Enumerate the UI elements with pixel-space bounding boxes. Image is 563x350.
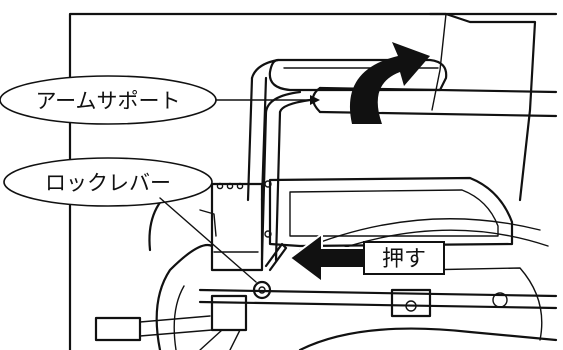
- callout-arm-support-label: アームサポート: [35, 89, 180, 113]
- curved-up-arrow-icon: [349, 42, 430, 124]
- callout-lock-lever: ロックレバー: [3, 157, 257, 283]
- leader-line-lock-lever: [159, 197, 257, 283]
- callout-lock-lever-label: ロックレバー: [45, 171, 171, 195]
- callout-arm-support: アームサポート: [0, 75, 320, 125]
- leader-arrowhead-arm-support: [310, 95, 320, 105]
- seat-frame: [198, 218, 558, 341]
- wheel-assembly: [94, 182, 558, 350]
- illustration-frame: [68, 12, 558, 350]
- left-arrow-icon: [288, 232, 365, 284]
- push-label: 押す: [363, 241, 445, 275]
- lock-mechanism-block: [210, 182, 288, 300]
- push-label-text: 押す: [382, 247, 426, 272]
- backrest: [428, 12, 537, 202]
